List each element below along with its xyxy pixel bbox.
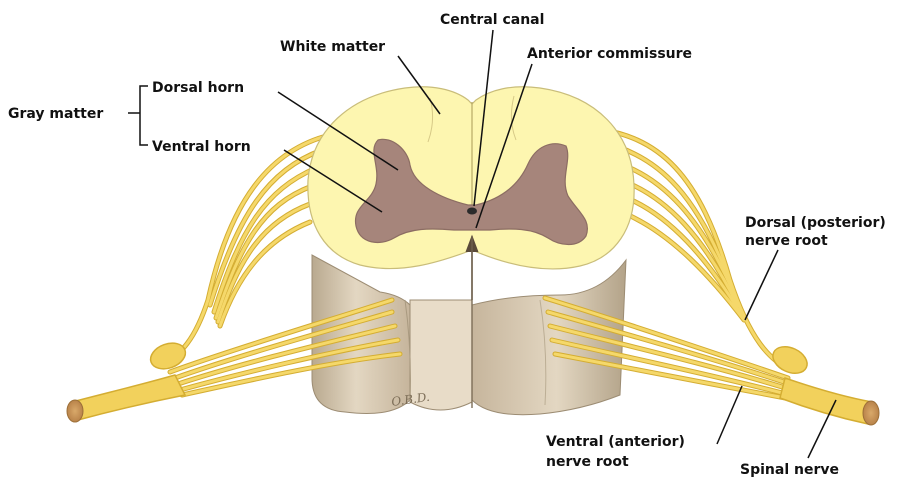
- label-gray-matter: Gray matter: [8, 106, 103, 122]
- label-ventral-horn: Ventral horn: [152, 139, 251, 155]
- label-dorsal-root-line2: nerve root: [745, 233, 828, 249]
- label-dorsal-horn: Dorsal horn: [152, 80, 244, 96]
- label-central-canal: Central canal: [440, 12, 544, 28]
- label-ventral-root-line1: Ventral (anterior): [546, 434, 685, 450]
- spinal-cord-cross-section: [308, 87, 634, 300]
- label-ventral-root-line2: nerve root: [546, 454, 629, 470]
- label-spinal-nerve: Spinal nerve: [740, 462, 839, 478]
- label-anterior-commissure: Anterior commissure: [527, 46, 692, 62]
- central-canal-hole: [467, 208, 477, 215]
- label-dorsal-root-line1: Dorsal (posterior): [745, 215, 886, 231]
- label-white-matter: White matter: [280, 39, 385, 55]
